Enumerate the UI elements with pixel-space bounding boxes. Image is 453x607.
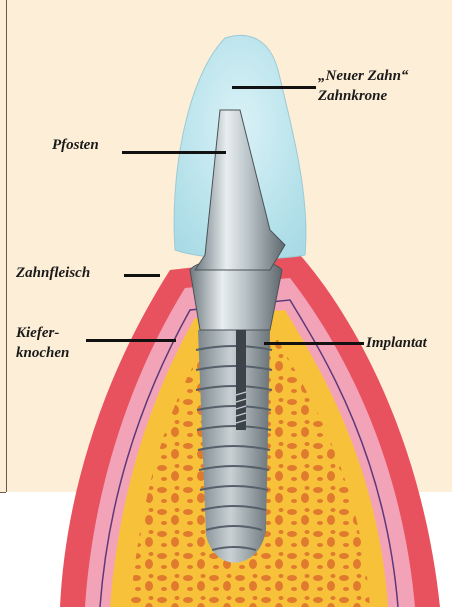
leader-implant — [264, 342, 364, 345]
leader-post — [122, 151, 226, 154]
leader-gum — [124, 274, 160, 277]
leader-crown — [232, 86, 316, 89]
label-crown-line2: Zahnkrone — [318, 88, 387, 105]
label-gum: Zahnfleisch — [16, 265, 90, 282]
label-post: Pfosten — [52, 137, 99, 154]
label-crown-line1: „Neuer Zahn“ — [318, 68, 408, 85]
label-implant: Implantat — [366, 335, 427, 352]
label-bone-line1: Kiefer- — [16, 325, 59, 342]
label-bone-line2: knochen — [16, 345, 69, 362]
leader-bone — [86, 339, 176, 342]
